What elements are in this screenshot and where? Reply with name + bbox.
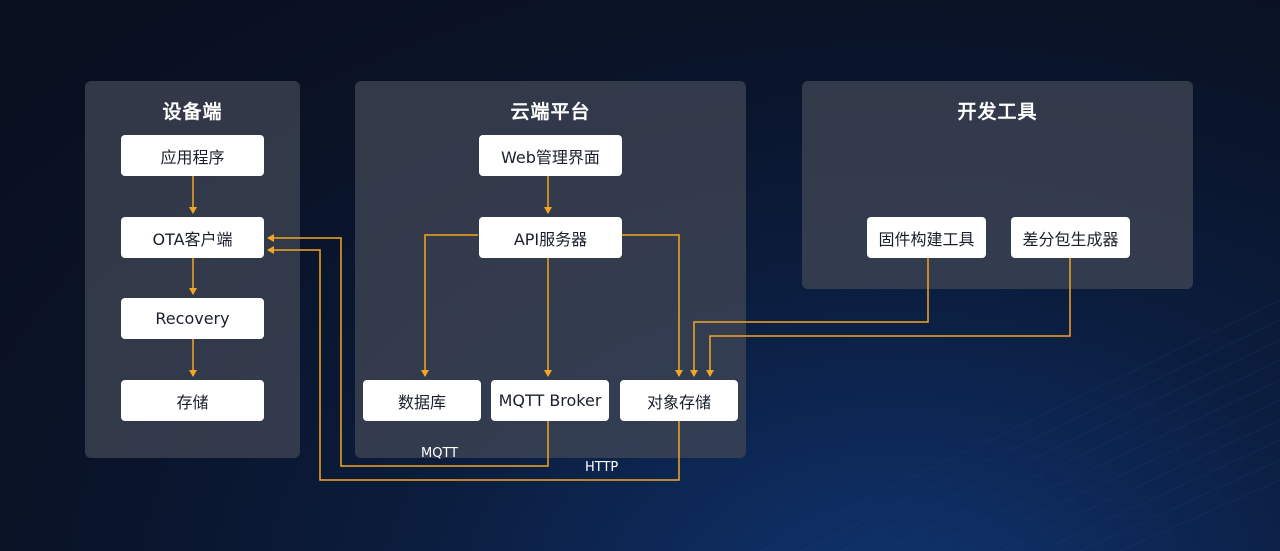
node-delta-generator: 差分包生成器 [1011, 217, 1130, 258]
cloud-panel-title: 云端平台 [510, 101, 591, 123]
node-storage: 存储 [121, 380, 264, 421]
tools-panel: 开发工具 [802, 81, 1193, 289]
node-database: 数据库 [363, 380, 481, 421]
node-ota-client: OTA客户端 [121, 217, 264, 258]
node-api-server: API服务器 [479, 217, 622, 258]
tools-panel-title: 开发工具 [957, 101, 1038, 123]
node-web-ui: Web管理界面 [479, 135, 622, 176]
node-recovery: Recovery [121, 298, 264, 339]
device-panel-title: 设备端 [162, 101, 223, 123]
edge-label-mqtt: MQTT [421, 446, 459, 461]
node-firmware-build: 固件构建工具 [867, 217, 986, 258]
node-mqtt-broker: MQTT Broker [491, 380, 609, 421]
node-app: 应用程序 [121, 135, 264, 176]
node-object-storage: 对象存储 [620, 380, 738, 421]
edge-label-http: HTTP [585, 460, 619, 475]
